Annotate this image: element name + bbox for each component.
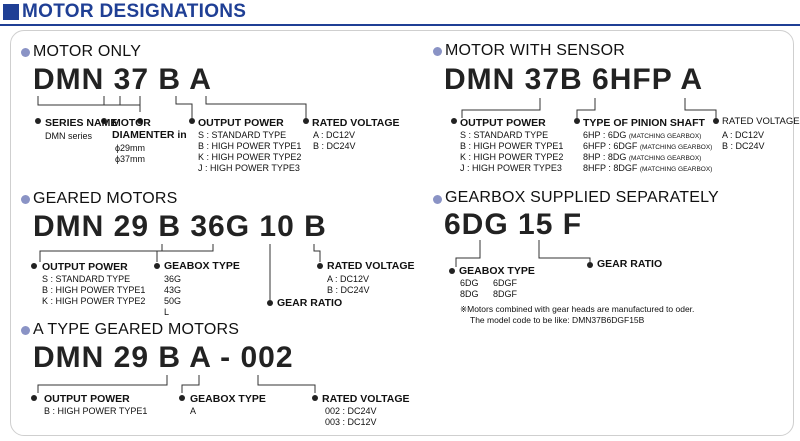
pinion-value: 8HFP : 8DGF (MATCHING GEARBOX) <box>583 163 713 173</box>
page-header: MOTOR DESIGNATIONS <box>0 0 800 28</box>
section-bullet-icon <box>433 47 442 56</box>
output-label: OUTPUT POWER <box>42 261 128 273</box>
section-bullet-icon <box>21 48 30 57</box>
gearbox-label: GEABOX TYPE <box>164 260 240 272</box>
note-line: ※Motors combined with gear heads are man… <box>460 304 695 314</box>
gearbox-value: A <box>190 406 197 416</box>
output-value: S : STANDARD TYPE <box>198 130 287 140</box>
gearbox-label: GEABOX TYPE <box>459 265 535 277</box>
voltage-value: A : DC12V <box>722 130 765 140</box>
voltage-value: 002 : DC24V <box>325 406 377 416</box>
model-code: 6DG 15 F <box>444 208 583 241</box>
output-value: S : STANDARD TYPE <box>42 274 131 284</box>
section-bullet-icon <box>21 326 30 335</box>
output-value: K : HIGH POWER TYPE2 <box>198 152 302 162</box>
content-panel <box>10 30 794 436</box>
note-line: The model code to be like: DMN37B6DGF15B <box>470 315 645 325</box>
voltage-label: RATED VOLTAGE <box>722 116 800 127</box>
output-value: B : HIGH POWER TYPE1 <box>44 406 148 416</box>
output-value: B : HIGH POWER TYPE1 <box>42 285 146 295</box>
section-bullet-icon <box>433 195 442 204</box>
diameter-label: MOTOR <box>112 117 151 129</box>
voltage-value: B : DC24V <box>327 285 370 295</box>
diameter-label: DIAMENTER in <box>112 129 187 141</box>
voltage-label: RATED VOLTAGE <box>327 260 415 272</box>
output-value: S : STANDARD TYPE <box>460 130 549 140</box>
gearbox-value: 36G <box>164 274 182 284</box>
output-label: OUTPUT POWER <box>198 117 284 129</box>
voltage-value: B : DC24V <box>313 141 356 151</box>
model-code: DMN 29 B 36G 10 B <box>33 210 327 243</box>
output-label: OUTPUT POWER <box>460 117 546 129</box>
section-title: GEARBOX SUPPLIED SEPARATELY <box>445 189 719 206</box>
voltage-label: RATED VOLTAGE <box>312 117 400 129</box>
voltage-value: A : DC12V <box>327 274 370 284</box>
section-title: MOTOR ONLY <box>33 43 142 60</box>
output-value: B : HIGH POWER TYPE1 <box>198 141 302 151</box>
header-divider <box>0 24 800 26</box>
voltage-label: RATED VOLTAGE <box>322 393 410 405</box>
series-label: SERIES NAME <box>45 117 118 129</box>
pinion-label: TYPE OF PINION SHAFT <box>583 117 705 129</box>
section-title: GEARED MOTORS <box>33 190 178 207</box>
ratio-label: GEAR RATIO <box>277 297 343 309</box>
series-value: DMN series <box>45 131 93 141</box>
section-bullet-icon <box>21 195 30 204</box>
gearbox-label: GEABOX TYPE <box>190 393 266 405</box>
gearbox-value: 43G <box>164 285 182 295</box>
model-code: DMN 29 B A - 002 <box>33 341 294 374</box>
output-value: J : HIGH POWER TYPE3 <box>198 163 300 173</box>
output-value: K : HIGH POWER TYPE2 <box>42 296 146 306</box>
gearbox-value: L <box>164 307 170 317</box>
model-code: DMN 37B 6HFP A <box>444 63 704 96</box>
voltage-value: B : DC24V <box>722 141 765 151</box>
section-title: A TYPE GEARED MOTORS <box>33 321 240 338</box>
voltage-value: A : DC12V <box>313 130 356 140</box>
pinion-value: 6HP : 6DG (MATCHING GEARBOX) <box>583 130 702 140</box>
gearbox-value: 6DGF <box>493 278 518 288</box>
output-value: J : HIGH POWER TYPE3 <box>460 163 562 173</box>
pinion-value: 8HP : 8DG (MATCHING GEARBOX) <box>583 152 702 162</box>
gearbox-value: 50G <box>164 296 182 306</box>
model-code: DMN 37 B A <box>33 63 212 96</box>
output-value: K : HIGH POWER TYPE2 <box>460 152 564 162</box>
section-title: MOTOR WITH SENSOR <box>445 42 625 59</box>
gearbox-value: 8DG <box>460 289 479 299</box>
pinion-value: 6HFP : 6DGF (MATCHING GEARBOX) <box>583 141 713 151</box>
gearbox-value: 8DGF <box>493 289 518 299</box>
diameter-value: ϕ29mm <box>115 143 146 153</box>
ratio-label: GEAR RATIO <box>597 258 663 270</box>
page-title: MOTOR DESIGNATIONS <box>22 1 247 22</box>
gearbox-value: 6DG <box>460 278 479 288</box>
output-label: OUTPUT POWER <box>44 393 130 405</box>
output-value: B : HIGH POWER TYPE1 <box>460 141 564 151</box>
header-square-icon <box>3 4 19 20</box>
voltage-value: 003 : DC12V <box>325 417 377 427</box>
diameter-value: ϕ37mm <box>115 154 146 164</box>
